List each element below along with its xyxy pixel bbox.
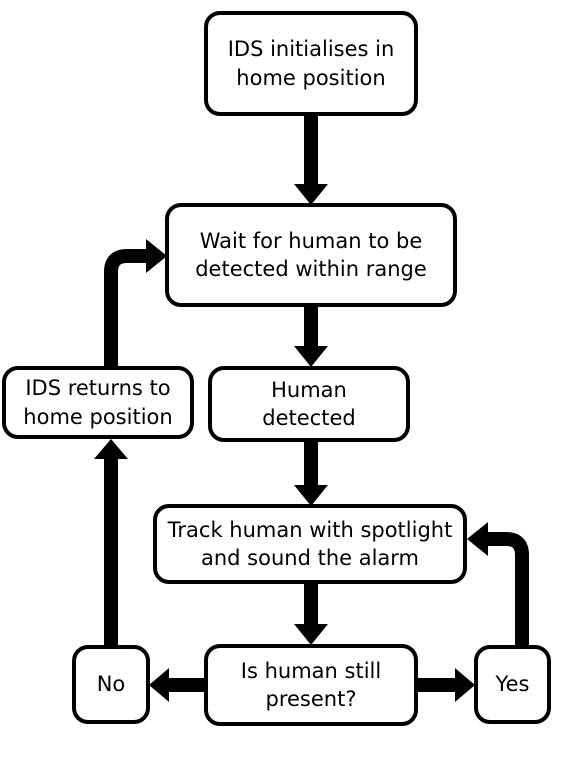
node-wait: Wait for human to be detected within ran… xyxy=(165,203,457,307)
node-init-label: IDS initialises in home position xyxy=(227,37,395,90)
node-no-label: No xyxy=(96,672,126,697)
arrowhead xyxy=(294,346,328,367)
node-no: No xyxy=(72,645,150,724)
node-yes: Yes xyxy=(474,645,551,724)
arrowhead xyxy=(294,485,328,506)
arrowhead xyxy=(94,439,128,459)
arrowhead xyxy=(294,184,328,205)
node-detected: Human detected xyxy=(208,366,410,442)
arrow-returns-to-wait xyxy=(104,249,148,366)
node-returns: IDS returns to home position xyxy=(2,366,194,439)
node-track-label: Track human with spotlight and sound the… xyxy=(167,517,453,570)
arrowhead xyxy=(467,522,488,556)
node-yes-label: Yes xyxy=(495,672,530,697)
arrow-yes-to-track xyxy=(486,532,529,645)
node-wait-label: Wait for human to be detected within ran… xyxy=(195,228,427,281)
arrowhead xyxy=(149,668,169,702)
node-detected-label: Human detected xyxy=(262,377,356,430)
node-init: IDS initialises in home position xyxy=(204,11,418,116)
arrowhead xyxy=(146,239,167,273)
node-returns-label: IDS returns to home position xyxy=(23,376,173,429)
node-track: Track human with spotlight and sound the… xyxy=(153,504,467,584)
arrowhead xyxy=(294,624,328,645)
arrowhead xyxy=(455,668,475,702)
node-question: Is human still present? xyxy=(204,644,418,726)
node-question-label: Is human still present? xyxy=(240,658,382,711)
